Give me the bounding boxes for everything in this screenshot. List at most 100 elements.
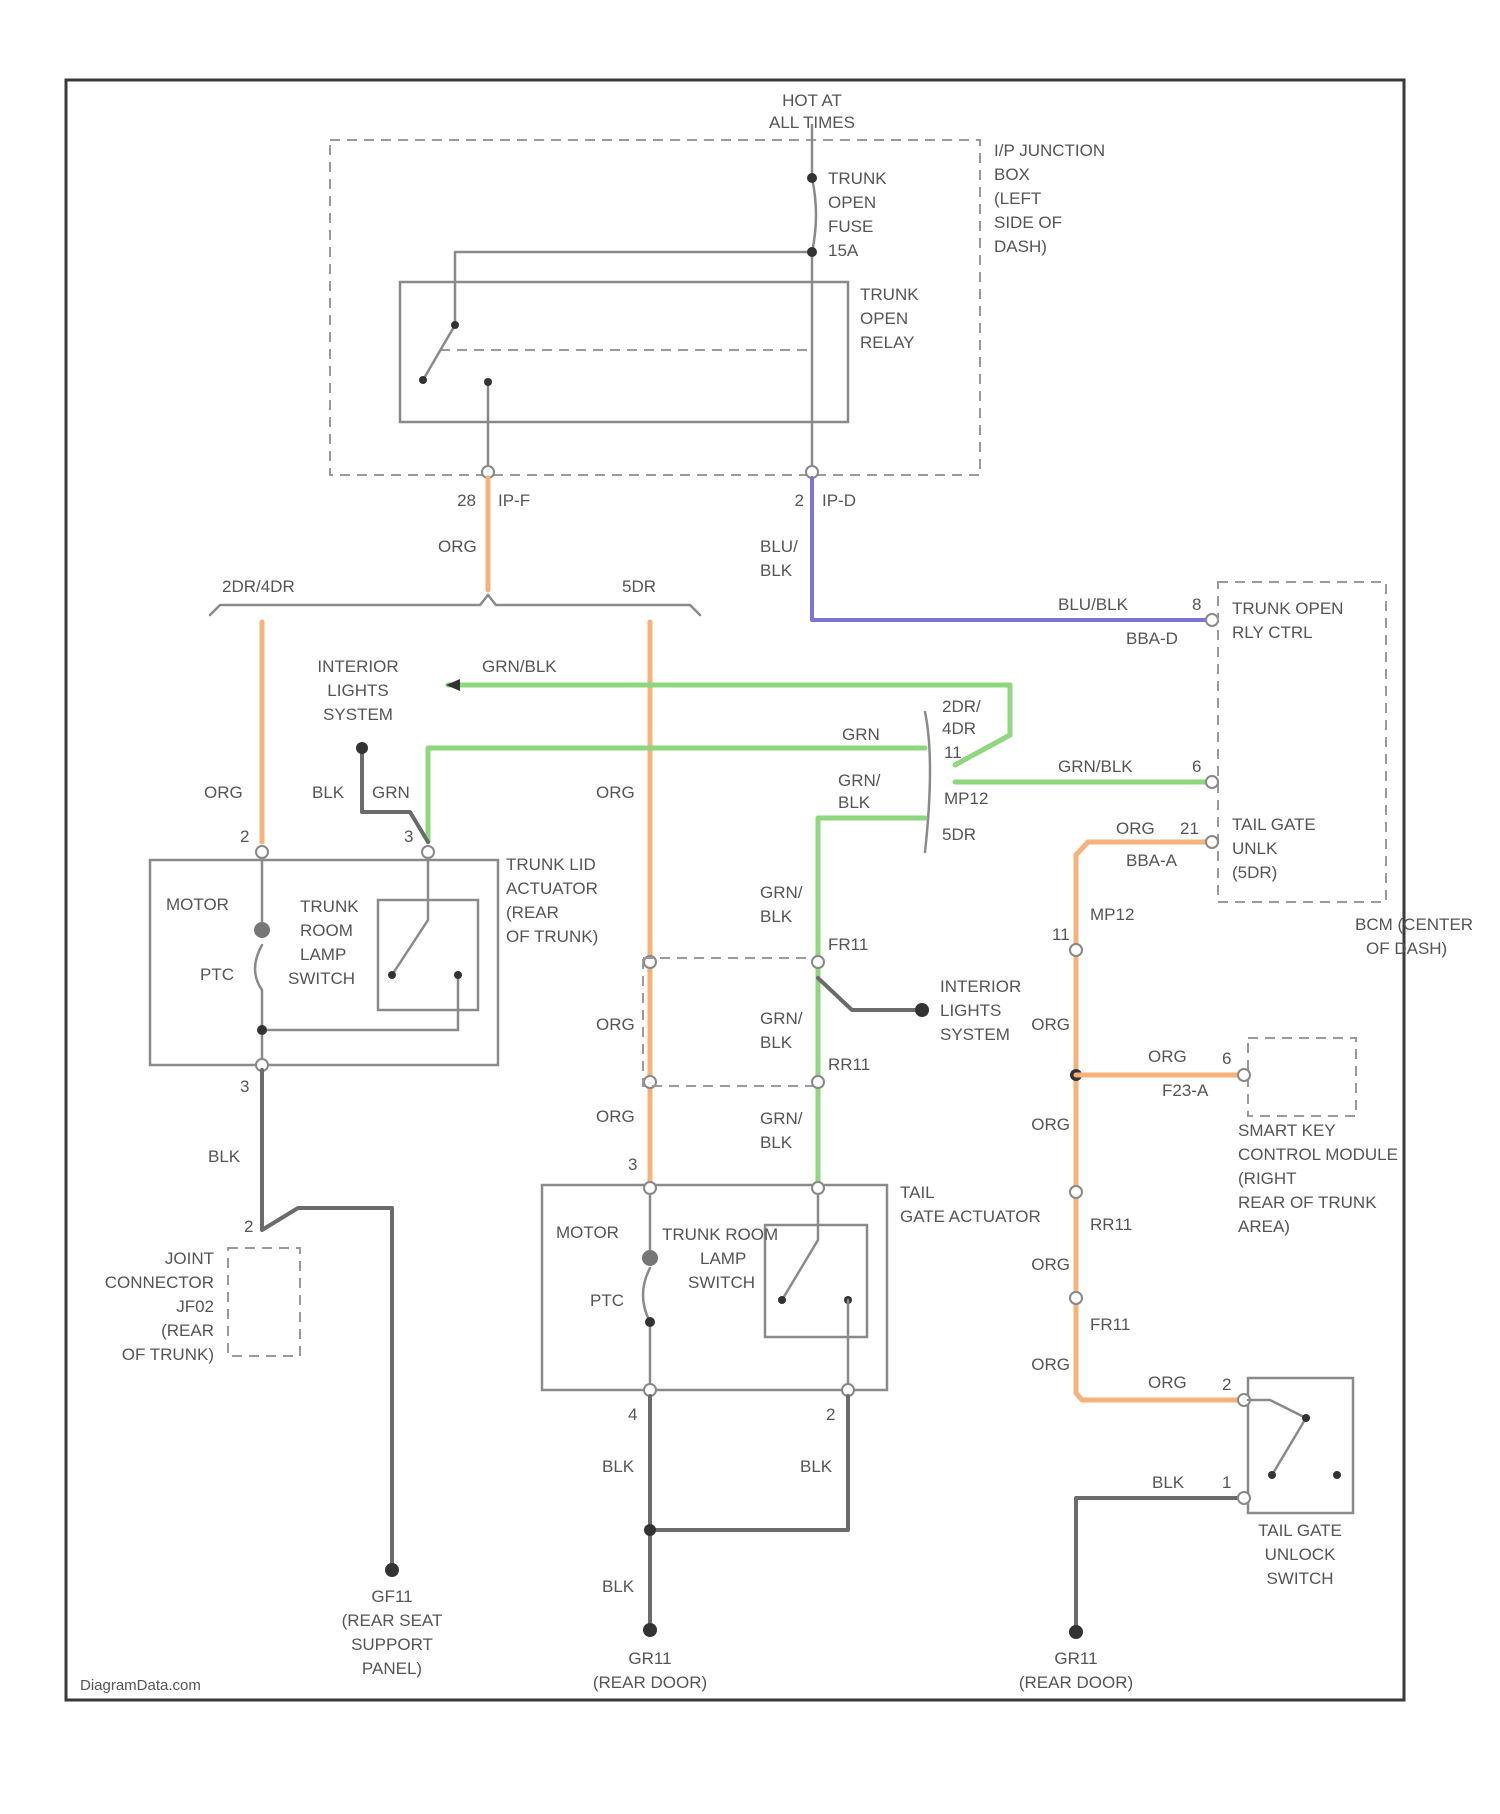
blk-tail-gate-label-2: BLK	[800, 1457, 833, 1476]
trunk-lid-switch-3: LAMP	[300, 945, 346, 964]
bcm-trunk-conn-label: BBA-D	[1126, 629, 1178, 648]
trunk-lid-switch-blade	[392, 858, 428, 975]
ip-junction-label-4: SIDE OF	[994, 213, 1062, 232]
interior-lights-1: INTERIOR	[317, 657, 398, 676]
org-v-1: ORG	[1031, 1015, 1070, 1034]
grn-trunk-lid-label: GRN	[372, 783, 410, 802]
interior-lights-2: LIGHTS	[327, 681, 388, 700]
tgu-switch-contact-b	[1268, 1471, 1276, 1479]
org-right-label-2: ORG	[596, 1015, 635, 1034]
org-v-2: ORG	[1031, 1115, 1070, 1134]
trunk-lid-switch-contact	[388, 971, 396, 979]
ground-gf11-2: (REAR SEAT	[342, 1611, 443, 1630]
ip-f-pin: 28	[457, 491, 476, 510]
fuse-out-node	[807, 247, 817, 257]
trunk-lid-ptc-label: PTC	[200, 965, 234, 984]
tail-gate-switch-2: LAMP	[700, 1249, 746, 1268]
bcm-label-1: BCM (CENTER	[1355, 915, 1473, 934]
fuse-label-1: TRUNK	[828, 169, 887, 188]
joint-conn-2: CONNECTOR	[105, 1273, 214, 1292]
joint-conn-1: JOINT	[165, 1249, 214, 1268]
tgu-switch-pin-2-label: 2	[1222, 1375, 1231, 1394]
bcm-trunk-pin-label: 8	[1192, 595, 1201, 614]
interior-lights-b-3: SYSTEM	[940, 1025, 1010, 1044]
ground-gf11	[385, 1563, 399, 1577]
bcm-tgu-conn-label: BBA-A	[1126, 851, 1178, 870]
org-smart-label: ORG	[1148, 1047, 1187, 1066]
tail-gate-switch-3: SWITCH	[688, 1273, 755, 1292]
smart-key-box	[1248, 1038, 1356, 1116]
tail-gate-switch-1: TRUNK ROOM	[662, 1225, 778, 1244]
mp12-top-2: 4DR	[942, 719, 976, 738]
ground-gr11-b-2: (REAR DOOR)	[1019, 1673, 1133, 1692]
trunk-lid-junction	[257, 1025, 267, 1035]
org-v-3: ORG	[1031, 1255, 1070, 1274]
trunk-lid-label-3: (REAR	[506, 903, 559, 922]
trunk-lid-switch-1: TRUNK	[300, 897, 359, 916]
fuse-node	[807, 173, 817, 183]
joint-conn-3: JF02	[176, 1297, 214, 1316]
fr11-top-label: FR11	[828, 935, 868, 954]
mp12-tgu-connector	[1070, 944, 1082, 956]
ground-gr11-b	[1069, 1625, 1083, 1639]
trunk-lid-pin-3-label: 3	[404, 827, 413, 846]
fuse-label-4: 15A	[828, 241, 859, 260]
blu-blk-label-1: BLU/	[760, 537, 798, 556]
trunk-lid-switch-2: ROOM	[300, 921, 353, 940]
rr11-grn-connector	[812, 1076, 824, 1088]
ground-gf11-4: PANEL)	[362, 1659, 422, 1678]
smart-key-label-2: CONTROL MODULE	[1238, 1145, 1398, 1164]
smart-key-pin	[1238, 1069, 1250, 1081]
org-right-label-3: ORG	[596, 1107, 635, 1126]
relay-contact-b	[419, 376, 427, 384]
grn-blk-v-4: BLK	[760, 907, 793, 926]
org-tgu-switch-label: ORG	[1148, 1373, 1187, 1392]
interior-lights-node	[356, 742, 368, 754]
ip-d-pin: 2	[795, 491, 804, 510]
smart-key-label-3: (RIGHT	[1238, 1169, 1297, 1188]
joint-conn-4: (REAR	[161, 1321, 214, 1340]
tail-gate-switch-contact	[778, 1296, 786, 1304]
ip-f-conn: IP-F	[498, 491, 530, 510]
smart-key-label-5: AREA)	[1238, 1217, 1290, 1236]
tail-gate-motor-label: MOTOR	[556, 1223, 619, 1242]
trunk-lid-label-1: TRUNK LID	[506, 855, 596, 874]
ground-gr11-a	[643, 1623, 657, 1637]
ground-gr11-a-1: GR11	[628, 1649, 671, 1668]
trunk-lid-motor-label: MOTOR	[166, 895, 229, 914]
rr11-label: RR11	[828, 1055, 870, 1074]
ip-d-conn: IP-D	[822, 491, 856, 510]
joint-conn-pin: 2	[244, 1217, 253, 1236]
mp12-bracket	[925, 712, 930, 852]
blk-trunk-lid-label: BLK	[312, 783, 345, 802]
trunk-lid-motor	[254, 922, 270, 938]
joint-conn-5: OF TRUNK)	[122, 1345, 214, 1364]
grn-blk-v-7: GRN/	[760, 1109, 803, 1128]
relay-contact-c	[484, 378, 492, 386]
ground-gf11-3: SUPPORT	[351, 1635, 433, 1654]
relay-label-2: OPEN	[860, 309, 908, 328]
power-label-1: HOT AT	[782, 91, 842, 110]
mp12-v-label: MP12	[1090, 905, 1134, 924]
blk-tail-gate-label-3: BLK	[602, 1577, 635, 1596]
bcm-tgu-label-3: (5DR)	[1232, 863, 1277, 882]
grn-blk-v-2: BLK	[838, 793, 871, 812]
tail-gate-junction	[645, 1317, 655, 1327]
relay-label-1: TRUNK	[860, 285, 919, 304]
blu-blk-wire	[812, 478, 1210, 620]
smart-key-conn-label: F23-A	[1162, 1081, 1209, 1100]
tail-gate-ground-junction	[644, 1524, 656, 1536]
mp12-top-1: 2DR/	[942, 697, 981, 716]
relay-feed-wire	[455, 252, 812, 325]
ground-gr11-b-1: GR11	[1054, 1649, 1097, 1668]
interior-lights-2-node	[915, 1003, 929, 1017]
split-bracket	[210, 595, 700, 615]
trunk-lid-label-2: ACTUATOR	[506, 879, 598, 898]
grn-blk-v-1: GRN/	[838, 771, 881, 790]
grn-label: GRN	[842, 725, 880, 744]
org-main-label: ORG	[438, 537, 477, 556]
fr11-grn-connector	[812, 956, 824, 968]
grn-blk-tailgate-wire	[818, 818, 925, 1182]
trunk-lid-pin-bottom-label: 3	[240, 1077, 249, 1096]
